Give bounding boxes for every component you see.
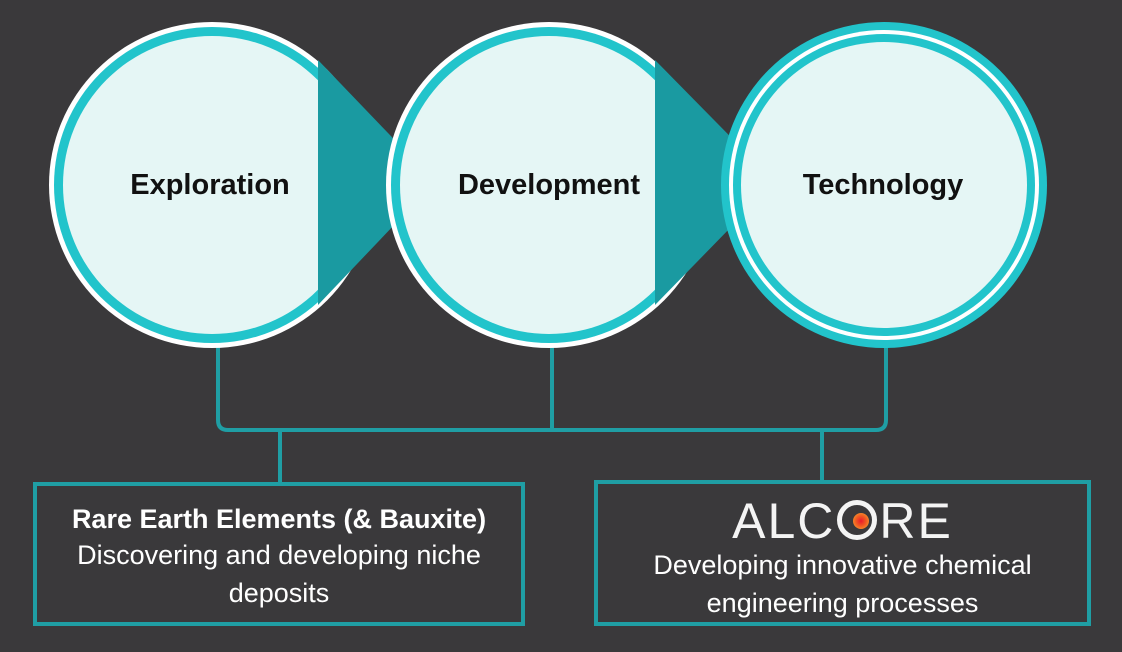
arrow-2 xyxy=(655,60,775,305)
stage-circle-inner xyxy=(741,42,1027,328)
alcore-logo-core-icon xyxy=(837,500,878,540)
connector-lines xyxy=(216,345,888,484)
stage-label-exploration: Exploration xyxy=(130,169,290,201)
alcore-logo-right: RE xyxy=(879,493,953,549)
rare-earth-title: Rare Earth Elements (& Bauxite) xyxy=(71,504,487,534)
stage-exploration xyxy=(49,22,375,348)
rare-earth-box: Rare Earth Elements (& Bauxite) Discover… xyxy=(33,482,525,626)
stage-circle-inner xyxy=(400,36,698,334)
alcore-logo: ALC RE xyxy=(598,496,1087,546)
alcore-logo-left: ALC xyxy=(732,493,836,549)
stage-label-development: Development xyxy=(458,169,640,201)
alcore-box: ALC RE Developing innovative chemical eng… xyxy=(594,480,1091,626)
arrow-1 xyxy=(318,60,435,305)
stage-technology xyxy=(721,22,1047,348)
stage-circle-inner xyxy=(63,36,361,334)
stage-label-technology: Technology xyxy=(803,169,964,201)
stage-development xyxy=(386,22,712,348)
rare-earth-description: Discovering and developing niche deposit… xyxy=(77,540,481,608)
alcore-description: Developing innovative chemical engineeri… xyxy=(653,550,1032,618)
